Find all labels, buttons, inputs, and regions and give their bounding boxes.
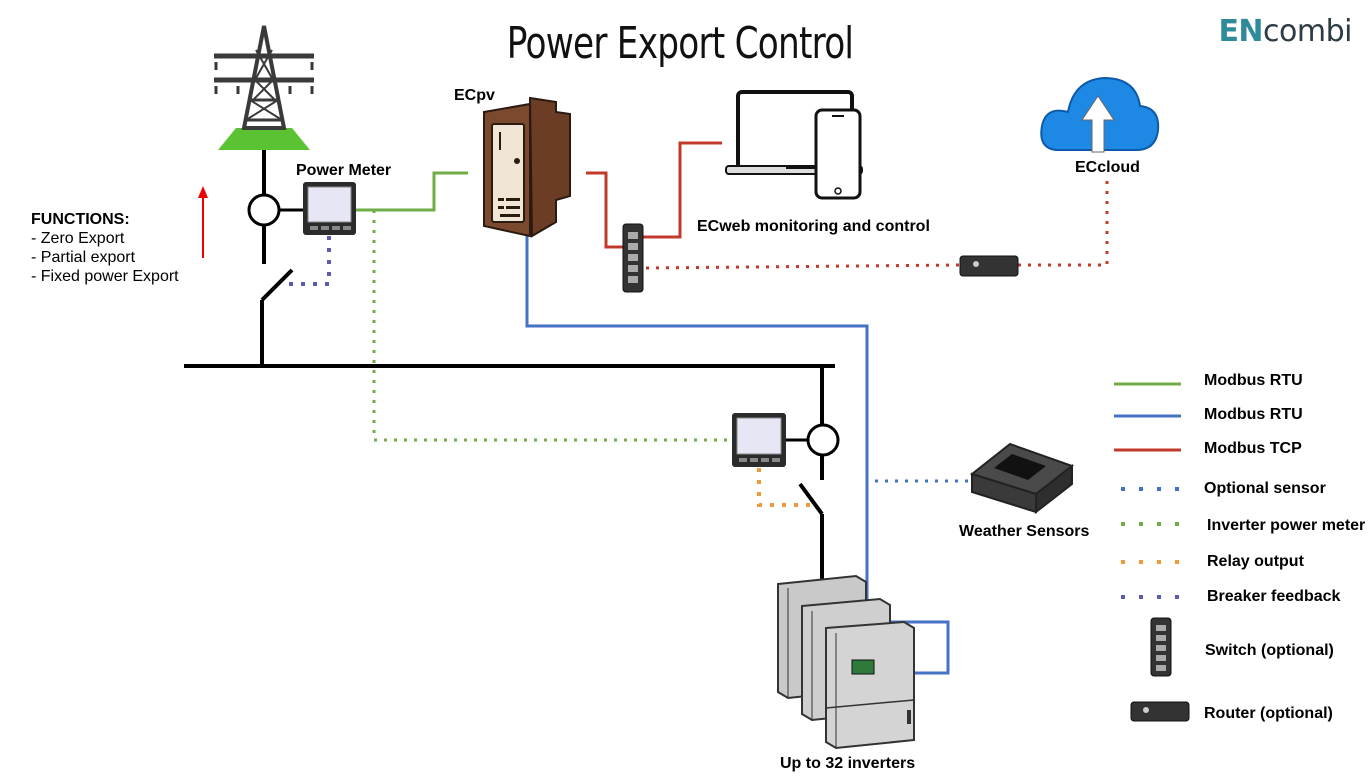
grid-ct-circle: [247, 193, 281, 227]
phone-icon: [814, 108, 862, 200]
function-item: - Zero Export: [31, 230, 125, 247]
inverter-breaker: [798, 482, 824, 516]
legend-label-optional-sensor: Optional sensor: [1204, 480, 1326, 497]
legend-router-icon: [1130, 701, 1190, 722]
label-ecpv: ECpv: [454, 87, 495, 104]
functions-heading: FUNCTIONS:: [31, 211, 130, 228]
legend-switch-icon: [1150, 617, 1172, 677]
modbus-rtu-blue-line: [525, 232, 869, 600]
inverter-ct-circle: [806, 423, 840, 457]
legend-label-switch: Switch (optional): [1205, 642, 1334, 659]
cloud-upload-icon: [1040, 76, 1160, 153]
logo-part-en: EN: [1218, 14, 1264, 49]
router-icon: [959, 255, 1019, 277]
logo-part-combi: combi: [1263, 14, 1352, 49]
inverter-stack-icon: [777, 574, 915, 750]
page-title: Power Export Control: [506, 18, 854, 69]
network-dotted-line: [645, 263, 961, 270]
weather-sensor-icon: [969, 442, 1075, 515]
label-ecweb: ECweb monitoring and control: [697, 218, 930, 235]
modbus-rtu-green-line: [356, 171, 468, 212]
modbus-tcp-line: [586, 171, 624, 249]
breaker-feedback-line: [286, 236, 331, 286]
label-weather-sensors: Weather Sensors: [959, 523, 1090, 540]
ecpv-controller-icon: [483, 96, 571, 238]
grid-power-meter-icon: [303, 182, 356, 235]
relay-output-line: [757, 468, 812, 507]
functions-block: FUNCTIONS: - Zero Export - Partial expor…: [31, 210, 179, 286]
legend-label-router: Router (optional): [1204, 705, 1333, 722]
encombi-logo: ENcombi: [1218, 14, 1352, 49]
inverter-power-meter-icon: [732, 413, 786, 467]
label-power-meter: Power Meter: [296, 162, 392, 179]
legend: [1114, 382, 1190, 722]
legend-label-modbus-rtu-blue: Modbus RTU: [1204, 406, 1303, 423]
function-item: - Fixed power Export: [31, 268, 179, 285]
label-eccloud: ECcloud: [1075, 159, 1140, 176]
legend-label-inverter-power-meter: Inverter power meter: [1207, 517, 1366, 534]
legend-label-relay-output: Relay output: [1207, 553, 1304, 570]
legend-label-breaker-feedback: Breaker feedback: [1207, 588, 1341, 605]
network-switch-icon: [622, 223, 644, 293]
legend-label-modbus-rtu-green: Modbus RTU: [1204, 372, 1303, 389]
function-item: - Partial export: [31, 249, 136, 266]
label-inverters: Up to 32 inverters: [780, 755, 916, 772]
grid-breaker: [260, 268, 294, 302]
pylon-icon: [214, 25, 314, 150]
legend-label-modbus-tcp: Modbus TCP: [1204, 440, 1302, 457]
inverter-meter-dotted-line: [372, 210, 732, 442]
